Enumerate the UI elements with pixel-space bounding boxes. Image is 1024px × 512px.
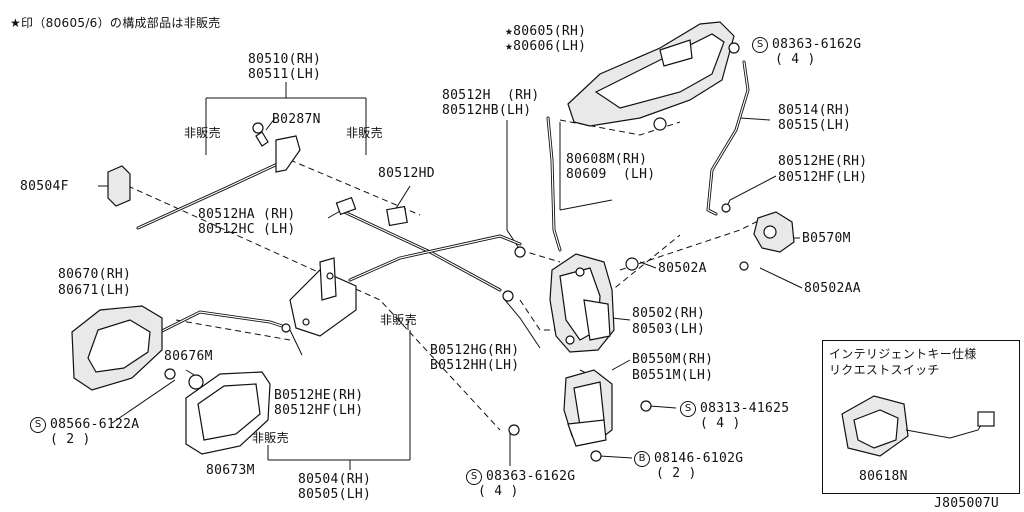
label-08146: 08146-6102G xyxy=(654,451,744,466)
label-80512hf-r: 80512HF(LH) xyxy=(778,170,868,185)
label-80512he-l: B0512HE(RH) xyxy=(274,388,364,403)
b-symbol-icon: B xyxy=(634,451,650,467)
diagram-id: J805007U xyxy=(934,496,1000,511)
label-80512hh: B0512HH(LH) xyxy=(430,358,520,373)
label-80502a: 80502A xyxy=(658,261,707,276)
label-80502: 80502(RH) xyxy=(632,306,706,321)
label-80514: 80514(RH) xyxy=(778,103,852,118)
label-80670: 80670(RH) xyxy=(58,267,132,282)
label-08313: 08313-41625 xyxy=(700,401,790,416)
label-08146-qty: ( 2 ) xyxy=(656,466,697,481)
inset-title-line1: インテリジェントキー仕様 xyxy=(829,347,977,361)
label-80512hg: B0512HG(RH) xyxy=(430,343,520,358)
label-80570m: B0570M xyxy=(802,231,851,246)
label-80512hb: 80512HB(LH) xyxy=(442,103,532,118)
label-08566-qty: ( 2 ) xyxy=(50,432,91,447)
label-80511: 80511(LH) xyxy=(248,67,322,82)
label-08363-bottom: 08363-6162G xyxy=(486,469,576,484)
label-80512ha: 80512HA (RH) xyxy=(198,207,296,222)
label-80671: 80671(LH) xyxy=(58,283,132,298)
s-symbol-icon: S xyxy=(30,417,46,433)
label-08363-bottom-qty: ( 4 ) xyxy=(478,484,519,499)
label-80512h: 80512H (RH) xyxy=(442,88,540,103)
label-80504f: 80504F xyxy=(20,179,69,194)
label-80673m: 80673M xyxy=(206,463,255,478)
label-80512hf-l: 80512HF(LH) xyxy=(274,403,364,418)
label-80503: 80503(LH) xyxy=(632,322,706,337)
label-hihanbai-left: 非販売 xyxy=(184,126,221,140)
label-80551m: B0551M(LH) xyxy=(632,368,714,383)
label-80618n: 80618N xyxy=(859,469,908,484)
label-08363-top-qty: ( 4 ) xyxy=(775,52,816,67)
label-80512hc: 80512HC (LH) xyxy=(198,222,296,237)
s-symbol-icon: S xyxy=(752,37,768,53)
s-symbol-icon: S xyxy=(466,469,482,485)
label-08566: 08566-6122A xyxy=(50,417,140,432)
label-80605: ★80605(RH) xyxy=(505,24,587,39)
label-80512hd: 80512HD xyxy=(378,166,435,181)
label-08313-qty: ( 4 ) xyxy=(700,416,741,431)
s-symbol-icon: S xyxy=(680,401,696,417)
label-80504: 80504(RH) xyxy=(298,472,372,487)
header-note: ★印（80605/6）の構成部品は非販売 xyxy=(10,16,221,30)
label-hihanbai-mid: 非販売 xyxy=(380,313,417,327)
label-80550m: B0550M(RH) xyxy=(632,352,714,367)
label-80502aa: 80502AA xyxy=(804,281,861,296)
label-08363-top: 08363-6162G xyxy=(772,37,862,52)
label-hihanbai-right: 非販売 xyxy=(346,126,383,140)
label-80510: 80510(RH) xyxy=(248,52,322,67)
label-80515: 80515(LH) xyxy=(778,118,852,133)
label-80608m: 80608M(RH) xyxy=(566,152,648,167)
inset-title-line2: リクエストスイッチ xyxy=(829,363,940,377)
label-80676m: 80676M xyxy=(164,349,213,364)
label-hihanbai-bottom: 非販売 xyxy=(252,431,289,445)
label-b0287n: B0287N xyxy=(272,112,321,127)
label-80512he-r: 80512HE(RH) xyxy=(778,154,868,169)
request-switch-inset: インテリジェントキー仕様 リクエストスイッチ 80618N xyxy=(822,340,1020,494)
label-80606: ★80606(LH) xyxy=(505,39,587,54)
label-80609: 80609 (LH) xyxy=(566,167,656,182)
label-80505: 80505(LH) xyxy=(298,487,372,502)
